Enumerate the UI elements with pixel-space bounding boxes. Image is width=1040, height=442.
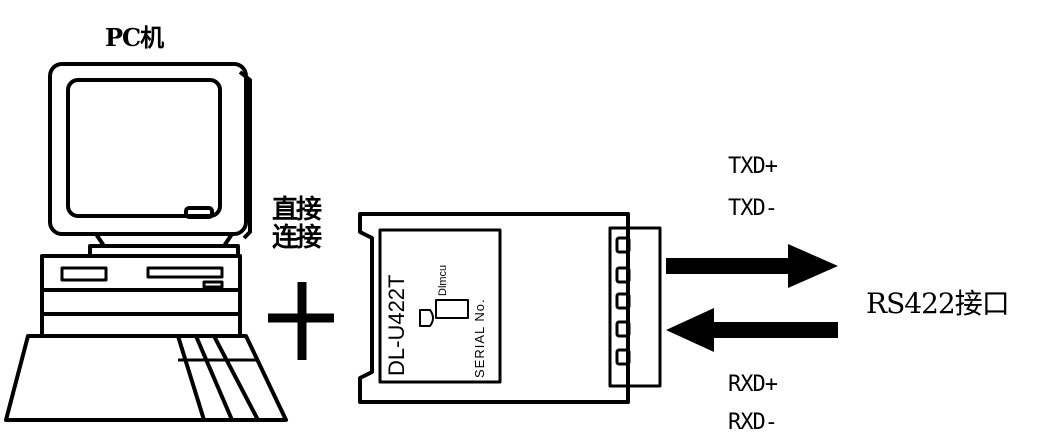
rx-arrow	[666, 308, 838, 352]
pc-monitor	[48, 62, 252, 258]
signal-txd-plus: TXD+	[728, 154, 778, 179]
tx-arrow	[666, 244, 838, 288]
module-model: DL-U422T	[384, 275, 409, 376]
direct-connection-line1: 直接	[272, 195, 322, 225]
terminal-block	[615, 236, 631, 366]
direct-connection-label: 直接 连接	[272, 196, 342, 252]
module-logo-text: Dlmcu	[437, 265, 449, 296]
direct-connection-line2: 连接	[272, 223, 322, 253]
signal-txd-minus: TXD-	[728, 196, 778, 221]
rs422-interface-label: RS422接口	[866, 287, 1010, 320]
pc-keyboard	[4, 334, 288, 422]
pc-base-unit	[40, 254, 242, 338]
pc-label: PC机	[105, 23, 164, 52]
plus-icon	[268, 282, 334, 360]
module-serial: SERIAL No.	[472, 298, 487, 378]
signal-rxd-plus: RXD+	[728, 372, 778, 397]
signal-rxd-minus: RXD-	[728, 410, 778, 435]
module-logo-icon	[419, 299, 469, 327]
